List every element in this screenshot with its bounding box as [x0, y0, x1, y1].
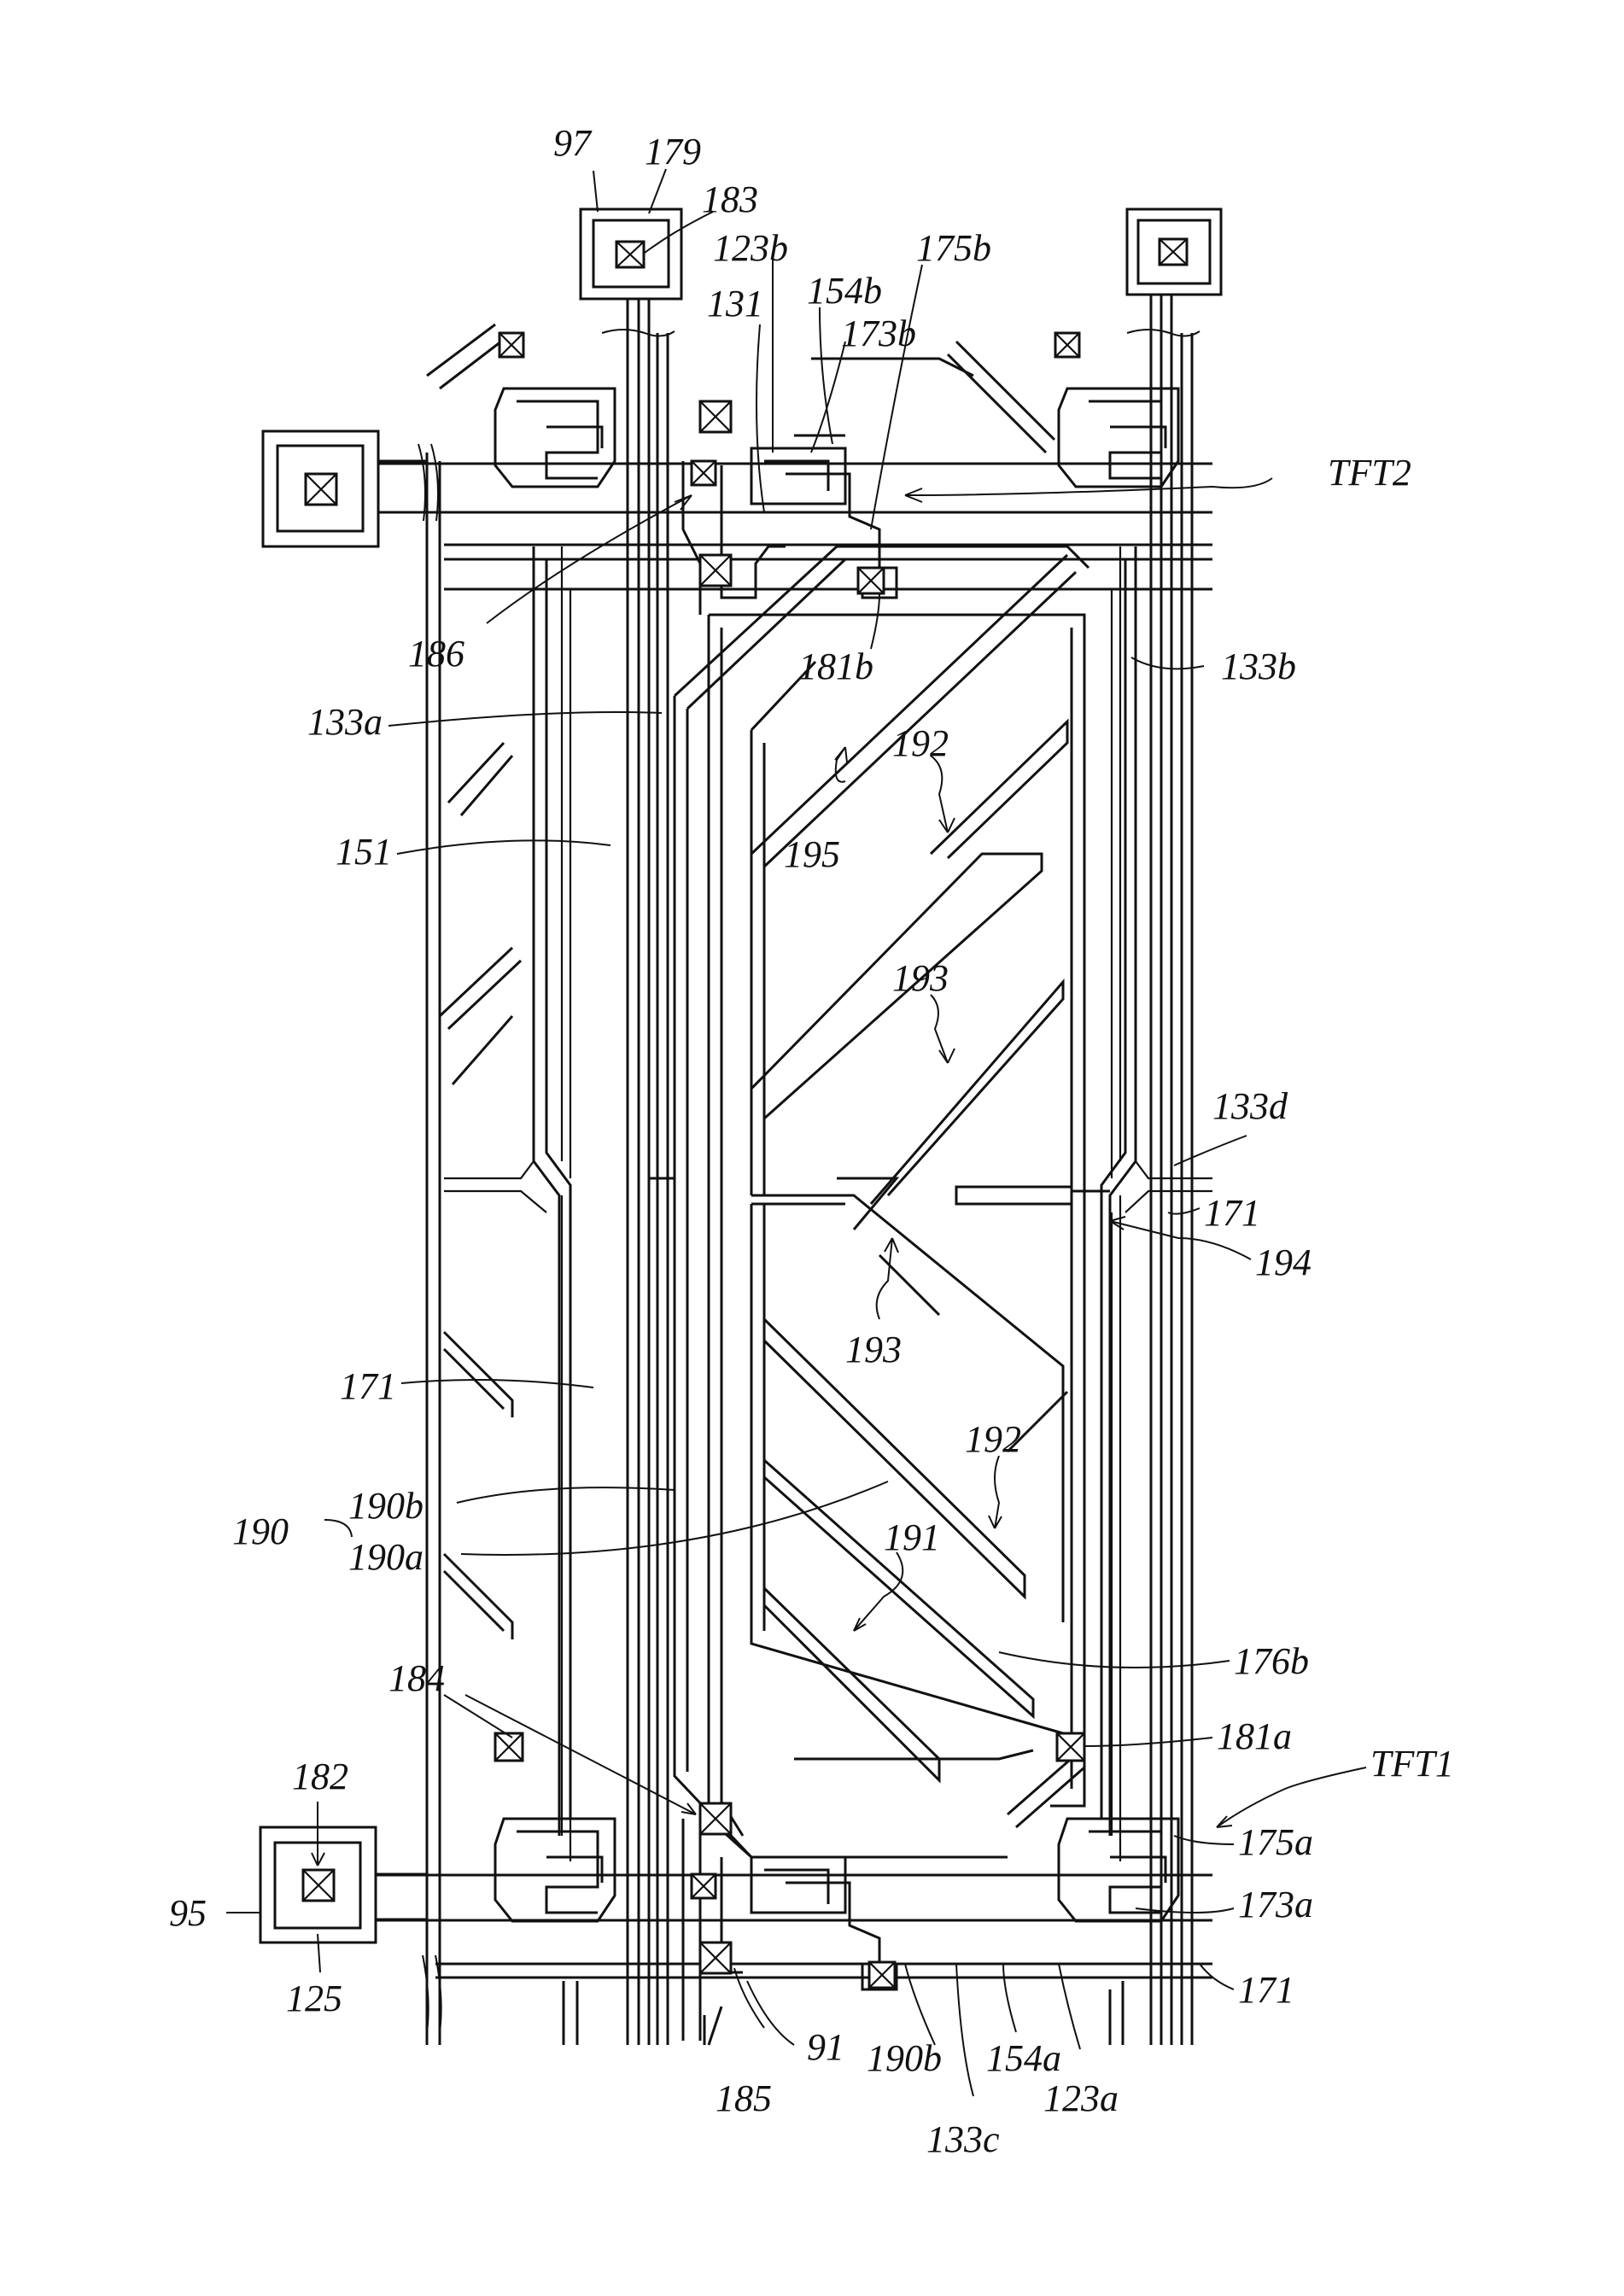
label-175b: 175b	[916, 227, 991, 269]
label-171-mid: 171	[1204, 1192, 1260, 1234]
label-171-left: 171	[340, 1365, 396, 1407]
label-TFT2: TFT2	[1328, 452, 1411, 494]
label-185: 185	[716, 2077, 772, 2119]
label-190a: 190a	[348, 1536, 424, 1578]
label-173a: 173a	[1238, 1884, 1313, 1925]
label-97: 97	[553, 122, 593, 164]
pad-97	[581, 209, 681, 299]
label-190: 190	[232, 1510, 289, 1552]
circuit-linework	[359, 290, 1212, 2045]
label-193-bot: 193	[845, 1329, 902, 1370]
label-181a: 181a	[1217, 1715, 1292, 1757]
label-192-bot: 192	[965, 1418, 1021, 1460]
label-190b-bot: 190b	[867, 2037, 942, 2079]
label-151: 151	[336, 831, 392, 873]
neighbour-pixels	[427, 324, 521, 2045]
label-TFT1: TFT1	[1370, 1743, 1454, 1785]
label-175a: 175a	[1238, 1821, 1313, 1863]
pixel-electrode-190a	[751, 662, 1063, 1733]
pixel-electrode-190b	[675, 546, 1089, 1857]
label-192-top: 192	[892, 722, 949, 764]
label-133c: 133c	[926, 2118, 1000, 2160]
label-183: 183	[702, 178, 758, 220]
label-95: 95	[169, 1892, 207, 1934]
label-131: 131	[707, 283, 763, 324]
label-154b: 154b	[807, 270, 882, 312]
pad-upper-left	[263, 431, 378, 546]
label-186: 186	[408, 633, 464, 675]
label-133b: 133b	[1221, 646, 1296, 687]
pad-upper-right	[1127, 209, 1221, 295]
label-190b-left: 190b	[348, 1485, 424, 1527]
storage-electrode-lines	[534, 546, 1136, 1836]
pixel-electrode-outline	[649, 615, 1110, 1857]
label-195: 195	[784, 833, 840, 875]
label-171-bot: 171	[1238, 1969, 1294, 2011]
label-133d: 133d	[1212, 1085, 1288, 1127]
label-91: 91	[807, 2026, 844, 2068]
label-184: 184	[388, 1657, 445, 1699]
label-125: 125	[286, 1978, 342, 2019]
label-123a: 123a	[1043, 2077, 1119, 2119]
data-lines	[562, 290, 1192, 2045]
label-182: 182	[292, 1756, 348, 1797]
label-194: 194	[1255, 1241, 1311, 1283]
label-123b: 123b	[713, 227, 788, 269]
tft1-block	[495, 1750, 1178, 2041]
label-176b: 176b	[1234, 1640, 1309, 1682]
label-173b: 173b	[841, 313, 916, 354]
label-179: 179	[645, 131, 701, 172]
label-193-top: 193	[892, 957, 949, 999]
small-contacts	[495, 333, 1084, 1988]
label-191: 191	[884, 1516, 940, 1558]
leader-lines	[226, 169, 1366, 2096]
label-181b: 181b	[798, 646, 873, 687]
contact-holes	[260, 209, 1221, 1988]
label-154a: 154a	[986, 2037, 1061, 2079]
label-133a: 133a	[307, 701, 383, 743]
